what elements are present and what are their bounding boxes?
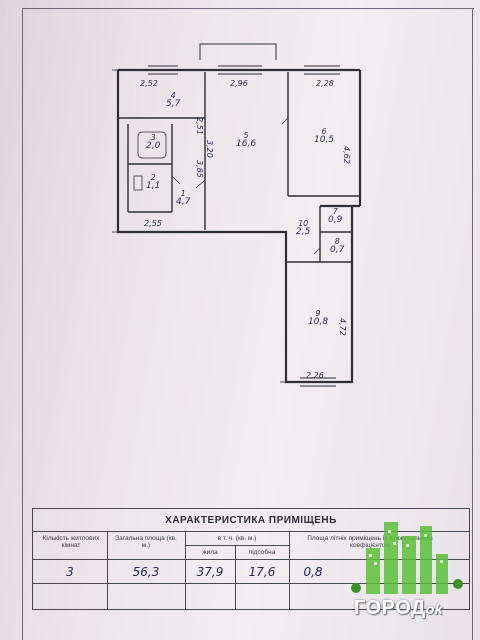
dim-top-room6: 2,28	[316, 79, 334, 88]
dim-top-room5: 2,96	[230, 79, 248, 88]
wall-left-bottom	[116, 70, 208, 234]
table-col-line-4	[289, 531, 290, 609]
floor-plan	[112, 43, 362, 387]
characteristics-table: ХАРАКТЕРИСТИКА ПРИМІЩЕНЬ Кількість житло…	[32, 508, 470, 610]
table-bottom-line	[33, 583, 469, 584]
frame-left-line	[22, 8, 23, 640]
header-living: жила	[202, 549, 218, 556]
value-summer-area: 0,8	[303, 565, 323, 579]
value-rooms-count: 3	[66, 565, 74, 579]
dim-bottom-room9: 2,26	[306, 371, 324, 380]
value-auxiliary: 17,6	[248, 565, 276, 579]
value-living: 37,9	[196, 565, 224, 579]
table-header-line	[33, 531, 469, 532]
dim-vertical-kitchen: 2,51	[195, 117, 204, 135]
frame-top-line	[22, 8, 474, 9]
header-summer-area: Площа літніх приміщень із знижувальним к…	[307, 535, 433, 550]
dim-vertical-room6: 4,62	[342, 146, 351, 164]
header-rooms-count: Кількість житлових кімнат	[42, 535, 100, 550]
dim-top-kitchen: 2,52	[140, 79, 158, 88]
dim-vertical-hall: 3,85	[195, 160, 204, 178]
header-total-area: Загальна площа (кв. м.)	[115, 535, 177, 550]
table-subheader-line	[185, 545, 289, 546]
bathtub-icon	[137, 131, 167, 159]
frame-right-line	[472, 8, 473, 640]
value-total-area: 56,3	[132, 565, 160, 579]
dim-bottom-left: 2,55	[144, 219, 162, 228]
header-auxiliary: підсобна	[248, 549, 276, 556]
dim-vertical-bath: 3,20	[205, 140, 214, 158]
table-col-line-2	[185, 531, 186, 609]
table-col-line-1	[107, 531, 108, 609]
table-title: ХАРАКТЕРИСТИКА ПРИМІЩЕНЬ	[165, 515, 337, 526]
header-including: в т. ч. (кв. м.)	[217, 535, 257, 542]
gorod-ok-logo: ГОРОДok	[342, 514, 472, 624]
city-skyline-icon	[351, 522, 463, 594]
toilet-icon	[133, 175, 143, 191]
table-values-line	[33, 559, 469, 560]
dim-vertical-room9: 4,72	[338, 318, 347, 336]
logo-text: ГОРОДok	[354, 597, 444, 619]
table-col-line-3	[235, 545, 236, 609]
balcony	[199, 43, 277, 60]
